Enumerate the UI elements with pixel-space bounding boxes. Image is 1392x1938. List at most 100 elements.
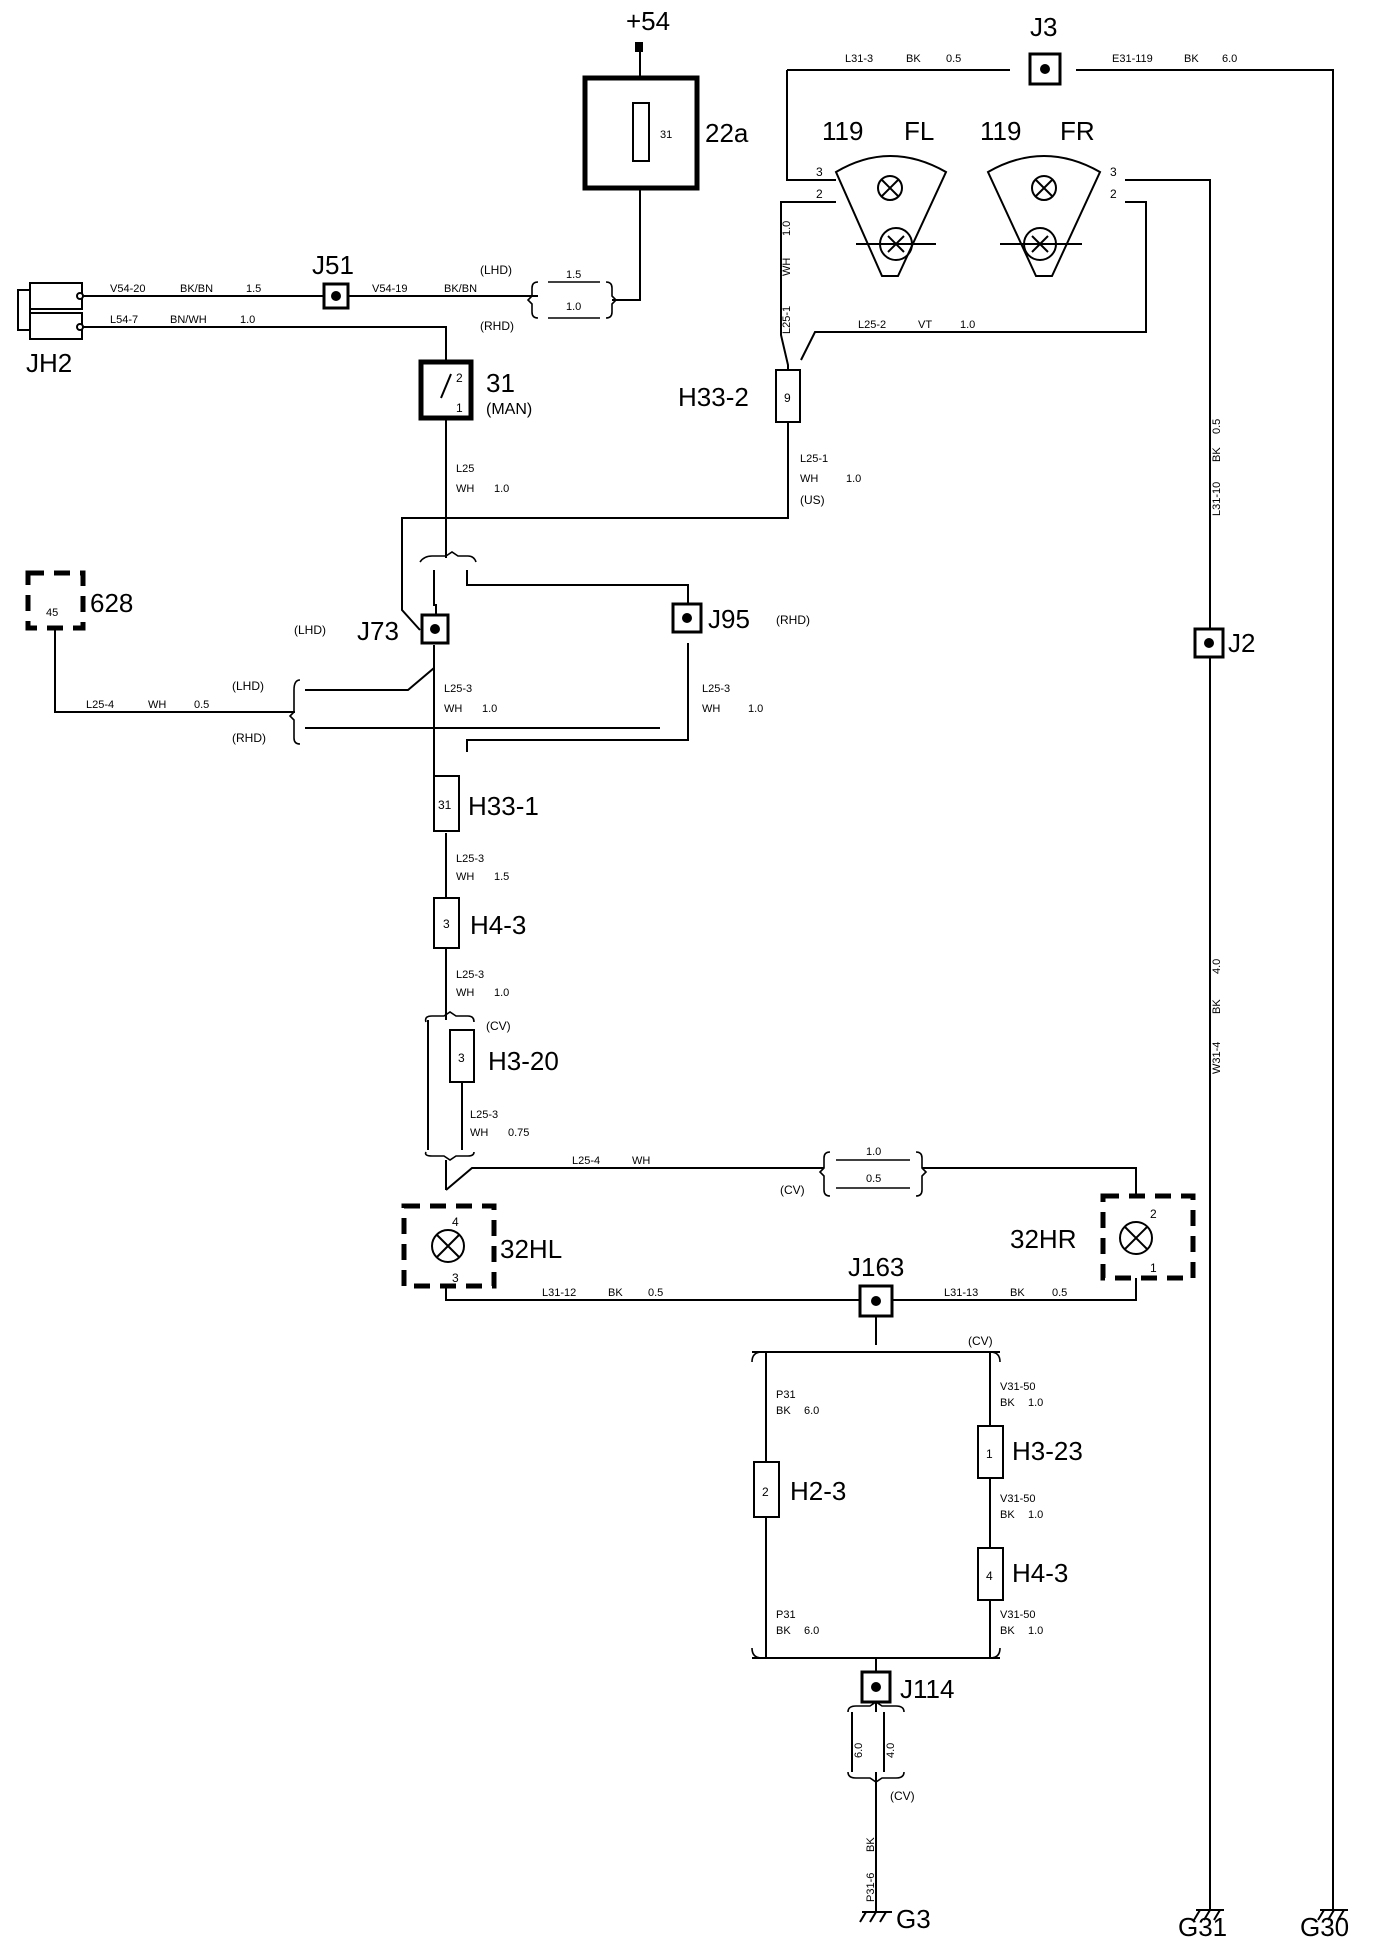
wire-l31-10-w31-4	[1125, 179, 1211, 1910]
label-l25-3-c-size: 0.75	[508, 1127, 529, 1139]
32hr-pin-top: 2	[1150, 1207, 1157, 1221]
j95-variant: (RHD)	[776, 613, 810, 627]
ground-g3: G3	[859, 1904, 931, 1934]
label-us-variant: (US)	[800, 493, 825, 507]
label-p31-top-size: 6.0	[804, 1405, 819, 1417]
supply-label: +54	[626, 6, 670, 36]
j51-label: J51	[312, 250, 354, 280]
label-v31-50-b-size: 1.0	[1028, 1509, 1043, 1521]
wire-split-rhd	[466, 570, 689, 612]
label-l31-3-code: L31-3	[845, 53, 873, 65]
label-l25-1-us-code: L25-1	[800, 453, 828, 465]
label-l25-4-size-a: 1.0	[866, 1146, 881, 1158]
label-v31-50-c-color: BK	[1000, 1625, 1015, 1637]
h3-20-variant: (CV)	[486, 1019, 511, 1033]
label-l25-3-c-color: WH	[470, 1127, 488, 1139]
label-w31-4-code: W31-4	[1211, 1042, 1223, 1074]
h3-20-label: H3-20	[488, 1046, 559, 1076]
label-l25-1-us-color: WH	[800, 473, 818, 485]
h33-2-pin: 9	[784, 391, 791, 405]
variant-brackets	[288, 281, 1001, 1783]
connector-h3-23: 1 H3-23	[977, 1425, 1083, 1479]
label-l54-7-size: 1.0	[240, 314, 255, 326]
32hl-label: 32HL	[500, 1234, 562, 1264]
junction-j2: J2	[1193, 627, 1255, 659]
wire-l25-2	[800, 201, 1147, 361]
label-l25-4-cv: (CV)	[780, 1183, 805, 1197]
label-l25-4-bottom-color: WH	[632, 1155, 650, 1167]
label-l25-3-b-color: WH	[456, 987, 474, 999]
wire-layer	[54, 48, 1334, 1912]
label-l25-3-b-size: 1.0	[494, 987, 509, 999]
label-l31-13-size: 0.5	[1052, 1287, 1067, 1299]
wire-labels: L31-3 BK 0.5 E31-119 BK 6.0 V54-20 BK/BN…	[86, 53, 1237, 1902]
628-pin: 45	[46, 607, 58, 619]
connector-h33-1: 31 H33-1	[433, 775, 539, 832]
label-p31-top-code: P31	[776, 1389, 796, 1401]
wire-j95-down	[466, 643, 689, 752]
lamp-fl-num: 119	[822, 116, 863, 146]
label-l31-12-size: 0.5	[648, 1287, 663, 1299]
h3-20-pin: 3	[458, 1051, 465, 1065]
lamp-fl-pin-b: 2	[816, 187, 823, 201]
junction-j73: J73 (LHD)	[294, 613, 450, 646]
label-l25-2-size: 1.0	[960, 319, 975, 331]
label-l25-3-a-size: 1.5	[494, 871, 509, 883]
label-l25-1-vert-code: L25-1	[781, 306, 793, 334]
lamp-119-fr: 119 FR 3 2	[980, 116, 1117, 277]
ground-g30: G30	[1300, 1909, 1349, 1938]
label-p31-bottom-code: P31	[776, 1609, 796, 1621]
label-l25-1-vert-color: WH	[781, 258, 793, 276]
fuse-id-label: 22a	[705, 118, 749, 148]
label-l25-4-rhd: (RHD)	[232, 731, 266, 745]
lamp-fr-side: FR	[1060, 116, 1095, 146]
label-v54-rhd: (RHD)	[480, 319, 514, 333]
label-p31-6-color: BK	[865, 1837, 877, 1852]
wire-j73-down	[305, 645, 435, 691]
ground-g31: G31	[1178, 1909, 1227, 1938]
h3-23-label: H3-23	[1012, 1436, 1083, 1466]
label-w31-4-color: BK	[1211, 999, 1223, 1014]
switch-id: 31	[486, 368, 515, 398]
j163-label: J163	[848, 1252, 904, 1282]
connector-h33-2: 9 H33-2	[678, 369, 801, 423]
label-l25-3-b-code: L25-3	[456, 969, 484, 981]
junction-j51: J51	[312, 250, 354, 310]
32hl-pin-top: 4	[452, 1215, 459, 1229]
label-e31-119-color: BK	[1184, 53, 1199, 65]
label-v54-size-a: 1.5	[566, 269, 581, 281]
label-v31-50-b-color: BK	[1000, 1509, 1015, 1521]
lamp-119-fl: 119 FL 3 2	[816, 116, 948, 277]
junction-j3: J3	[1028, 12, 1062, 86]
label-e31-119-code: E31-119	[1112, 53, 1153, 65]
lamp-fl-side: FL	[904, 116, 934, 146]
label-v54-size-b: 1.0	[566, 301, 581, 313]
label-l25-4-top-code: L25-4	[86, 699, 114, 711]
junction-j114: J114	[860, 1670, 954, 1704]
module-628: 45 628	[25, 570, 133, 631]
wire-split-lhd	[433, 570, 437, 616]
h33-1-pin: 31	[438, 798, 452, 812]
label-l25-2-code: L25-2	[858, 319, 886, 331]
connector-h4-3-lower: 4 H4-3	[977, 1547, 1068, 1601]
label-l54-7-color: BN/WH	[170, 314, 207, 326]
32hr-pin-bottom: 1	[1150, 1261, 1157, 1275]
switch-mode: (MAN)	[486, 401, 532, 418]
connector-h3-20: 3 H3-20 (CV)	[449, 1019, 559, 1083]
label-l25-color: WH	[456, 483, 474, 495]
label-l25-3-a-color: WH	[456, 871, 474, 883]
junction-j163: J163 (CV)	[848, 1252, 993, 1348]
label-l25-1-vert-size: 1.0	[781, 221, 793, 236]
connector-h2-3: 2 H2-3	[753, 1461, 846, 1518]
label-l31-3-color: BK	[906, 53, 921, 65]
switch-31: 2 1 31 (MAN)	[418, 359, 532, 421]
wire-l54-7	[80, 326, 447, 372]
label-l31-12-color: BK	[608, 1287, 623, 1299]
label-l25-3-rhd-color: WH	[702, 703, 720, 715]
label-l31-3-size: 0.5	[946, 53, 961, 65]
h3-23-pin: 1	[986, 1447, 993, 1461]
label-l25-4-bottom-code: L25-4	[572, 1155, 600, 1167]
wire-l25-4-bottom	[445, 1167, 1137, 1206]
32hl-pin-bottom: 3	[452, 1271, 459, 1285]
